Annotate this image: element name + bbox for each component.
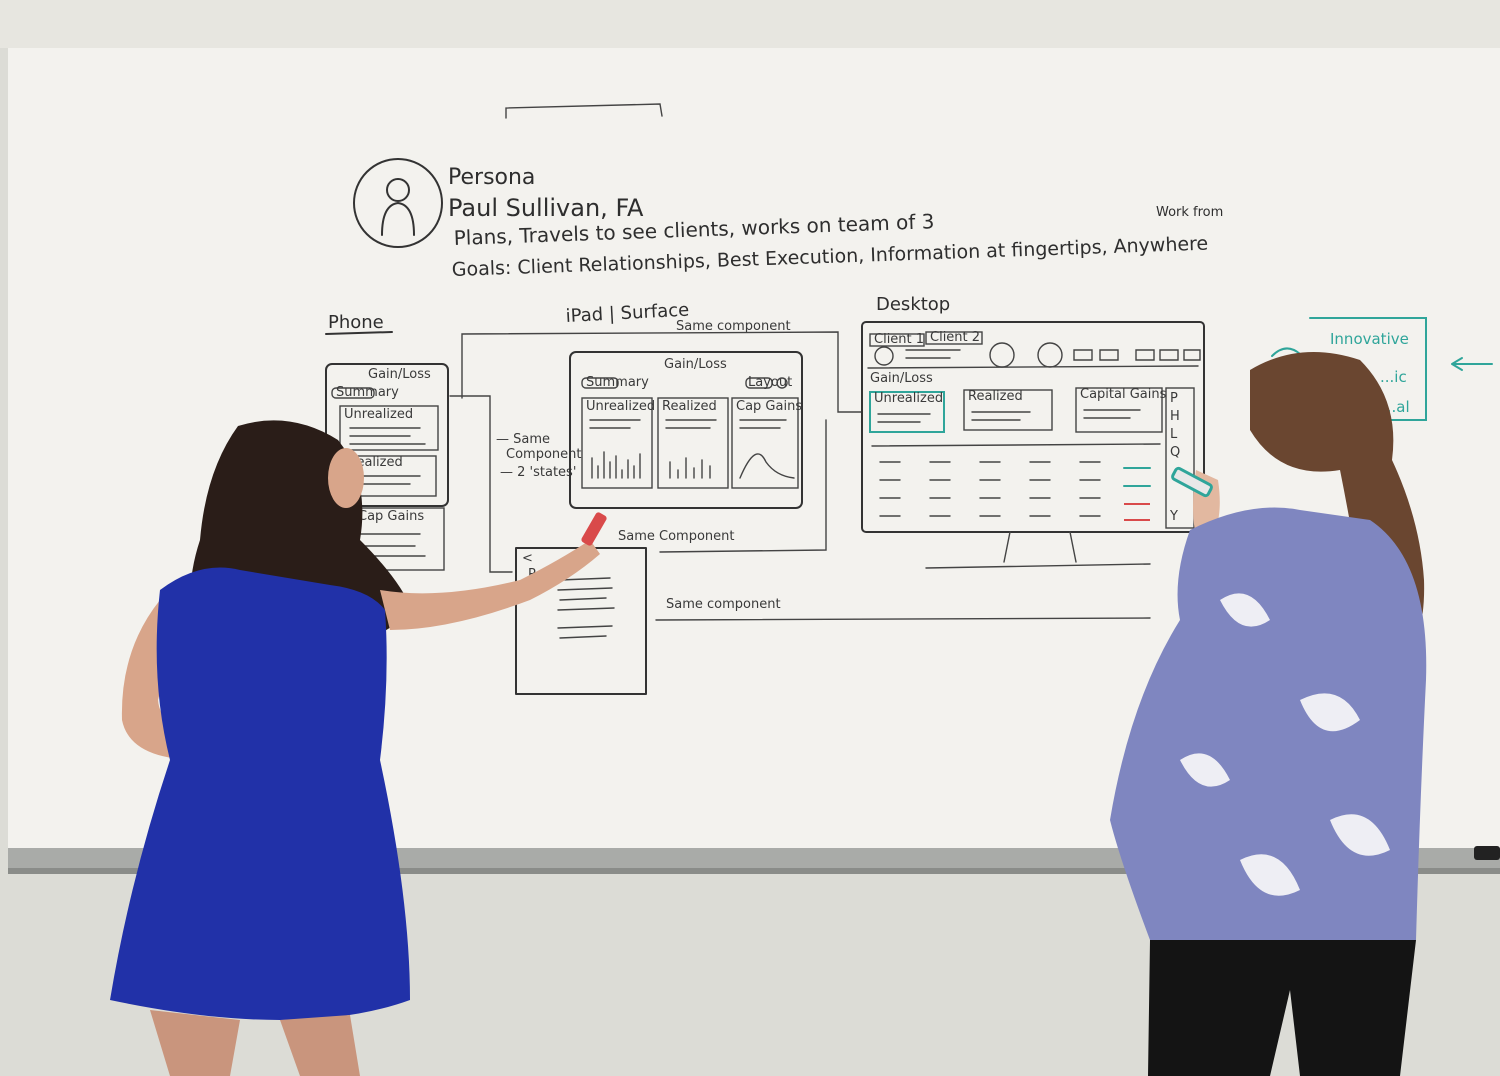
ipad-sketch: Gain/Loss Summary Layout Unrealized Real… (569, 351, 803, 509)
desktop-side-L: L (1170, 427, 1178, 442)
person-left (110, 420, 607, 1076)
phone-label: Phone (328, 312, 384, 333)
detail-back: < (522, 551, 533, 566)
person-left-legs (150, 1010, 360, 1076)
same-component-top: Same component (676, 319, 791, 334)
blouse-pattern (1180, 593, 1390, 896)
wall-top (0, 0, 1500, 48)
desktop-card-3: Capital Gains (1080, 387, 1167, 402)
desktop-sketch: Client 1 Client 2 Gain/Loss Unrealized R… (861, 321, 1205, 569)
desktop-side-P: P (1170, 391, 1178, 406)
persona-heading: Persona (448, 165, 535, 190)
same-component-bottom: Same component (666, 597, 781, 612)
board-tray-edge (8, 868, 1500, 874)
connector-phone-down (449, 395, 513, 573)
ipad-bar-chart-2 (669, 457, 711, 479)
person-left-arm-right (380, 540, 600, 630)
desktop-side-Y: Y (1169, 509, 1178, 524)
ipad-tab: Summary (586, 375, 649, 390)
person-left-arm-left (121, 600, 210, 760)
teal-note-2: ...ic (1380, 368, 1407, 386)
teal-note-1: Innovative (1330, 330, 1409, 348)
same-component-mid: Same Component (618, 529, 735, 544)
person-right (1110, 352, 1427, 1076)
erased-bracket (505, 103, 663, 119)
states-note-2: Component (506, 447, 581, 462)
ipad-curve-chart (739, 453, 795, 479)
states-note-1: — Same (496, 432, 550, 447)
desktop-side-H: H (1170, 409, 1180, 424)
phone-card-3: Cap Gains (358, 509, 424, 524)
phone-label-underline (325, 331, 393, 335)
desktop-card-2: Realized (968, 389, 1023, 404)
desktop-subtitle: Gain/Loss (870, 371, 933, 386)
desktop-tab-1: Client 1 (874, 332, 924, 347)
teal-marker-right (1171, 466, 1213, 498)
person-right-pants (1148, 940, 1416, 1076)
desktop-tab-2: Client 2 (930, 330, 980, 345)
desktop-label: Desktop (876, 294, 950, 315)
ipad-bar-chart-1 (591, 451, 641, 479)
connector-bottom (655, 617, 1151, 621)
ipad-card-2: Realized (662, 399, 717, 414)
ipad-button: Layout (748, 375, 792, 390)
desktop-side-Q: Q (1170, 445, 1180, 460)
ipad-title: Gain/Loss (664, 357, 727, 372)
connector-top (461, 331, 863, 413)
phone-card-1: Unrealized (344, 407, 413, 422)
ipad-card-1: Unrealized (586, 399, 655, 414)
desktop-card-1: Unrealized (874, 391, 943, 406)
red-marker-left (581, 512, 607, 546)
phone-tab: Summary (336, 385, 399, 400)
ipad-card-3: Cap Gains (736, 399, 802, 414)
states-note-3: — 2 'states' (500, 465, 576, 480)
marker-on-tray (1474, 846, 1500, 860)
phone-title: Gain/Loss (368, 367, 431, 382)
persona-avatar-icon (353, 158, 443, 248)
desktop-stand (925, 531, 1151, 569)
persona-name: Paul Sullivan, FA (448, 194, 644, 222)
desktop-table-rows (879, 461, 1101, 517)
person-left-dress (110, 567, 410, 1020)
connector-right (659, 419, 827, 553)
persona-work-from: Work from (1156, 205, 1223, 220)
person-left-face (328, 448, 364, 508)
